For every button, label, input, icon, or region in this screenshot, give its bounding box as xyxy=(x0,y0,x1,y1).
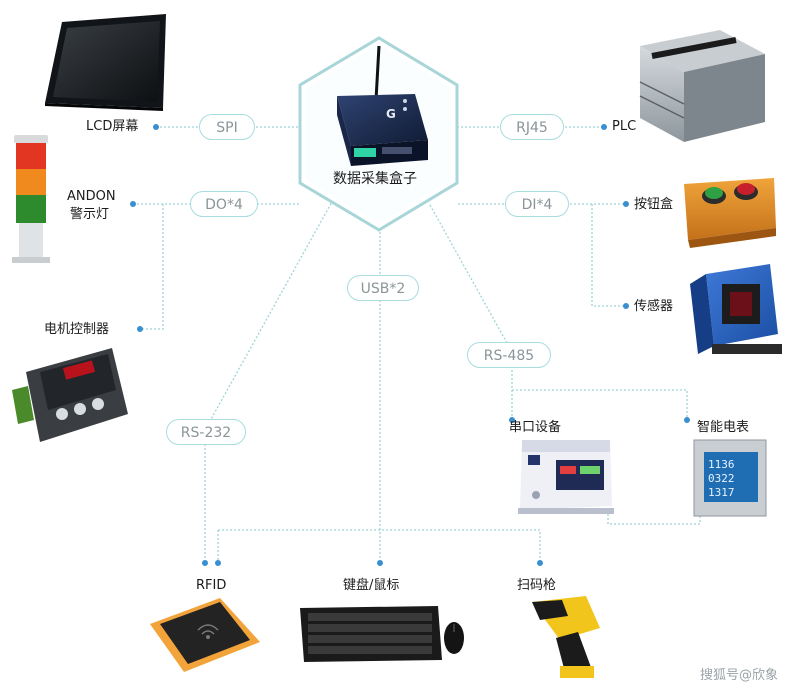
label-serial-device: 串口设备 xyxy=(509,420,562,435)
antenna-icon xyxy=(374,45,381,101)
label-motor-controller: 电机控制器 xyxy=(44,322,110,337)
label-andon-line1: ANDON xyxy=(67,189,116,204)
lcd-monitor-image xyxy=(45,14,166,111)
center-label: 数据采集盒子 xyxy=(333,171,417,187)
button-box-image xyxy=(684,178,776,248)
plc-image xyxy=(639,30,765,142)
interface-di4-pill: DI*4 xyxy=(505,191,569,217)
meter-reading-2: 0322 xyxy=(708,472,735,485)
interface-usb2-pill: USB*2 xyxy=(347,275,419,301)
line-di-sensor xyxy=(591,204,626,307)
interface-rj45-pill: RJ45 xyxy=(500,114,564,140)
sensor-image xyxy=(690,264,782,354)
label-plc: PLC xyxy=(612,119,637,134)
line-do-motor xyxy=(140,204,164,330)
label-sensor: 传感器 xyxy=(634,299,674,314)
label-button-box: 按钮盒 xyxy=(634,197,674,212)
interface-spi-pill: SPI xyxy=(199,114,255,140)
keyboard-mouse-image xyxy=(300,606,464,662)
andon-light-image xyxy=(12,135,50,263)
watermark-text: 搜狐号@欣象 xyxy=(700,668,779,683)
serial-device-image xyxy=(518,440,614,514)
label-lcd: LCD屏幕 xyxy=(86,119,139,134)
label-scanner: 扫码枪 xyxy=(517,578,557,593)
connector-dots xyxy=(130,124,690,566)
line-rs485-branch xyxy=(512,389,688,420)
label-smart-meter: 智能电表 xyxy=(697,420,750,435)
line-box-rs485 xyxy=(429,204,513,353)
line-bottom-bus xyxy=(218,529,541,563)
rfid-reader-image xyxy=(150,598,260,672)
meter-reading-1: 1136 xyxy=(708,458,735,471)
label-keyboard-mouse: 键盘/鼠标 xyxy=(343,578,400,593)
barcode-scanner-image xyxy=(532,596,600,678)
label-andon-line2: 警示灯 xyxy=(70,207,110,222)
box-logo-text: G xyxy=(386,107,396,121)
smart-meter-image: 1136 0322 1317 xyxy=(693,439,767,517)
interface-rs232-pill: RS-232 xyxy=(166,419,246,445)
meter-reading-3: 1317 xyxy=(708,486,735,499)
label-rfid: RFID xyxy=(196,578,227,593)
interface-do4-pill: DO*4 xyxy=(190,191,258,217)
line-box-rs232 xyxy=(204,199,334,431)
motor-controller-image xyxy=(12,348,128,442)
data-acquisition-box-image: G xyxy=(337,45,428,166)
line-serial-meter-bottom xyxy=(607,510,701,525)
interface-rs485-pill: RS-485 xyxy=(467,342,551,368)
